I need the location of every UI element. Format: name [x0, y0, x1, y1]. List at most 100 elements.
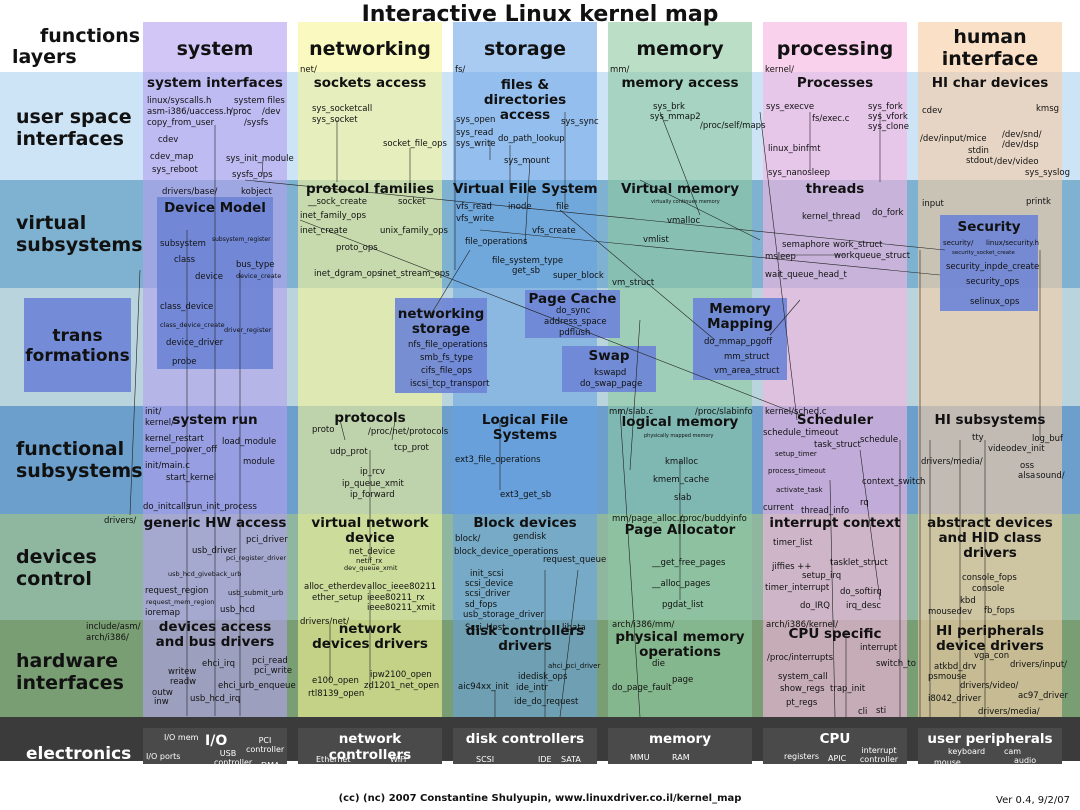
mouse-label[interactable]: mouse — [934, 758, 961, 767]
pci-controller-label[interactable]: PCI controller — [246, 736, 285, 754]
label-pt-regs[interactable]: pt_regs — [786, 698, 818, 708]
label-do-softirq[interactable]: do_softirq — [840, 587, 882, 597]
label-vmalloc[interactable]: vmalloc — [667, 216, 701, 226]
label-kbd[interactable]: kbd — [960, 596, 976, 606]
row-label-functional-subsystems[interactable]: functional subsystems — [16, 438, 143, 482]
label-tcp-prot[interactable]: tcp_prot — [394, 443, 429, 453]
ide-label[interactable]: IDE — [538, 755, 552, 764]
label-schedule-timeout[interactable]: schedule_timeout — [763, 428, 839, 438]
label-inet-family-ops[interactable]: inet_family_ops — [300, 211, 367, 221]
electronics-label[interactable]: electronics — [26, 744, 132, 764]
label-drivers[interactable]: drivers/ — [104, 516, 137, 526]
wifi-label[interactable]: WiFi — [390, 755, 407, 764]
label-ip-queue-xmit[interactable]: ip_queue_xmit — [342, 479, 404, 489]
label-stdout[interactable]: stdout — [966, 156, 994, 166]
label-include-asm[interactable]: include/asm/ — [86, 622, 141, 632]
label-init[interactable]: init/ — [145, 407, 162, 417]
scsi-label[interactable]: SCSI — [476, 755, 495, 764]
label-sys-read[interactable]: sys_read — [456, 128, 494, 138]
virtual-memory-title[interactable]: Virtual memory — [620, 181, 740, 197]
label-smb-fs-type[interactable]: smb_fs_type — [420, 353, 474, 363]
column-header-human-interface[interactable]: human interface — [941, 26, 1039, 70]
label-libata[interactable]: libata — [562, 623, 586, 633]
label-ether-setup[interactable]: ether_setup — [312, 593, 363, 603]
label-atkbd-drv[interactable]: atkbd_drv — [934, 662, 977, 672]
label-fs[interactable]: fs/ — [455, 65, 466, 75]
label-security-dir[interactable]: security/ — [943, 239, 974, 247]
label-inode[interactable]: inode — [508, 202, 532, 212]
label-vfs-create[interactable]: vfs_create — [532, 226, 576, 236]
label-pci-register-driver[interactable]: pci_register_driver — [226, 554, 287, 562]
label-idedisk-ops[interactable]: idedisk_ops — [518, 672, 568, 682]
scheduler-title[interactable]: Scheduler — [796, 412, 874, 428]
memory-mapping-box[interactable] — [693, 298, 787, 380]
label-vfs-read[interactable]: vfs_read — [456, 202, 492, 212]
label-sys-clone[interactable]: sys_clone — [868, 122, 909, 132]
label-scsi-host[interactable]: Scsi_Host — [465, 623, 506, 633]
label-outw[interactable]: outw — [152, 688, 173, 698]
label-vm-struct[interactable]: vm_struct — [612, 278, 655, 288]
dma-label[interactable]: DMA — [261, 761, 280, 770]
label-alloc-etherdev[interactable]: alloc_etherdev — [304, 582, 367, 592]
label-sys-init-module[interactable]: sys_init_module — [226, 154, 294, 164]
label-kernel-sr[interactable]: kernel/ — [145, 418, 175, 428]
label-sys-socket[interactable]: sys_socket — [312, 115, 358, 125]
label-work-struct[interactable]: work_struct — [833, 240, 883, 250]
apic-label[interactable]: APIC — [828, 754, 847, 763]
ethernet-label[interactable]: Ethernet — [316, 755, 351, 764]
label-setup-timer[interactable]: setup_timer — [775, 450, 817, 458]
label-cdev-map[interactable]: cdev_map — [150, 152, 194, 162]
label-block[interactable]: block/ — [455, 534, 481, 544]
audio-label[interactable]: audio — [1014, 756, 1037, 765]
label-drivers-video[interactable]: drivers/video/ — [960, 681, 1019, 691]
label-proto-ops[interactable]: proto_ops — [336, 243, 378, 253]
label-device[interactable]: device — [195, 272, 223, 282]
label-device-driver[interactable]: device_driver — [166, 338, 224, 348]
label-copy-from-user[interactable]: copy_from_user — [147, 118, 215, 128]
label-vga-con[interactable]: vga_con — [974, 651, 1010, 661]
networking-storage-box[interactable] — [395, 298, 487, 393]
label-drivers-base[interactable]: drivers/base/ — [162, 187, 218, 197]
network-controllers-box[interactable]: network controllers — [298, 728, 442, 764]
label-linux-security[interactable]: linux/security.h — [986, 239, 1039, 247]
label-writew[interactable]: writew — [168, 667, 197, 677]
label-timer-interrupt[interactable]: timer_interrupt — [765, 583, 830, 593]
security-title[interactable]: Security — [957, 219, 1021, 235]
cpu-box[interactable]: CPU — [763, 728, 907, 764]
label-proc-self-maps[interactable]: /proc/self/maps — [700, 121, 766, 131]
abstract-devices-title[interactable]: abstract devices and HID class drivers — [927, 515, 1053, 561]
label-do-irq[interactable]: do_IRQ — [800, 601, 830, 611]
virtual-network-device-title[interactable]: virtual network device — [311, 515, 429, 546]
label-stdin[interactable]: stdin — [968, 146, 989, 156]
label-do-swap-page[interactable]: do_swap_page — [580, 379, 643, 389]
label-ac97-driver[interactable]: ac97_driver — [1018, 691, 1068, 701]
label-dev-dsp[interactable]: /dev/dsp — [1002, 140, 1039, 150]
label-mm-page-alloc[interactable]: mm/page_alloc.c — [612, 514, 685, 524]
label-ahci-pci-driver[interactable]: ahci_pci_driver — [548, 662, 601, 670]
label-setup-irq[interactable]: setup_irq — [802, 571, 842, 581]
label-proc-slabinfo[interactable]: /proc/slabinfo — [695, 407, 753, 417]
label-vm-area-struct[interactable]: vm_area_struct — [714, 366, 780, 376]
networking-storage-title[interactable]: networking storage — [397, 306, 485, 337]
label-msleep[interactable]: msleep — [765, 252, 796, 262]
label-selinux-ops[interactable]: selinux_ops — [970, 297, 1020, 307]
label-page[interactable]: page — [672, 675, 694, 685]
label-ieee80211-xmit[interactable]: ieee80211_xmit — [367, 603, 436, 613]
label-proc-interrupts[interactable]: /proc/interrupts — [767, 653, 833, 663]
label-rq[interactable]: rq — [860, 498, 869, 508]
label-address-space[interactable]: address_space — [544, 317, 607, 327]
column-header-processing[interactable]: processing — [776, 38, 894, 60]
label-start-kernel[interactable]: start_kernel — [166, 473, 217, 483]
threads-title[interactable]: threads — [805, 181, 865, 197]
label-mm-struct[interactable]: mm_struct — [724, 352, 770, 362]
usb-controller-label[interactable]: USB controller — [214, 749, 253, 767]
label-ehci-irq[interactable]: ehci_irq — [202, 659, 236, 669]
label-usb-hcd-giveback-urb[interactable]: usb_hcd_giveback_urb — [168, 570, 242, 578]
label-block-device-operations[interactable]: block_device_operations — [454, 547, 559, 557]
label-request-queue[interactable]: request_queue — [543, 555, 607, 565]
graphics-card-label[interactable]: graphics card — [962, 766, 1017, 775]
label-alloc-ieee80211[interactable]: alloc_ieee80211 — [367, 582, 437, 592]
label-sys-mount[interactable]: sys_mount — [504, 156, 550, 166]
label-vfs-write[interactable]: vfs_write — [456, 214, 495, 224]
label-proc-buddyinfo[interactable]: /proc/buddyinfo — [680, 514, 747, 524]
